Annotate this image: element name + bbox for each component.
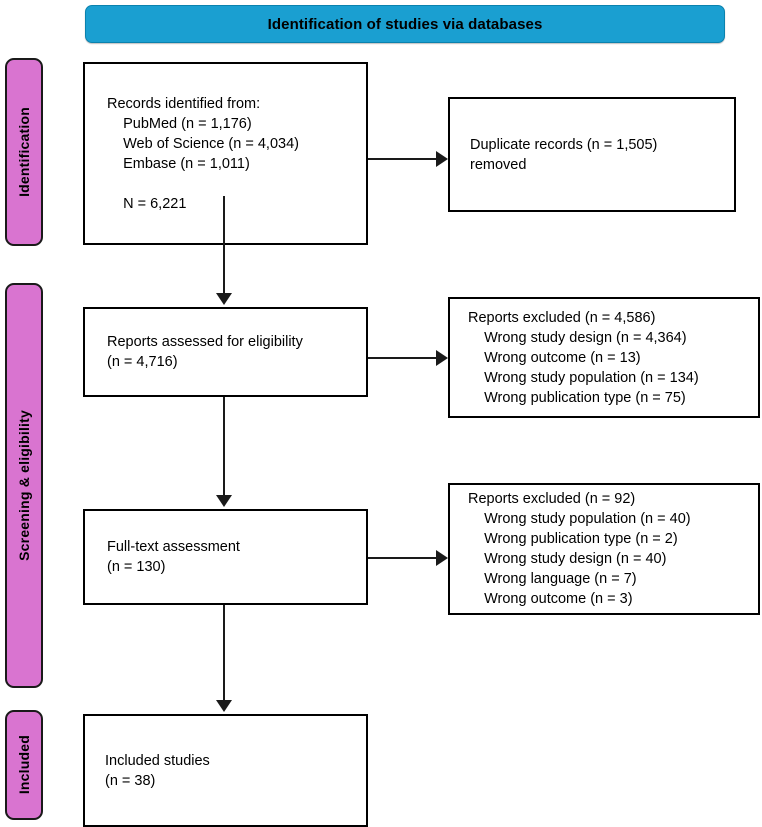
box-records-identified-text: Records identified from: PubMed (n = 1,1… <box>107 95 299 212</box>
arrow-right-icon-identified-to-duplicates <box>436 151 448 167</box>
box-reports-excluded-screening-text: Reports excluded (n = 4,586) Wrong study… <box>468 309 699 406</box>
connector-identified-to-eligibility <box>223 196 225 296</box>
stage-screening-text: Screening & eligibility <box>16 410 32 561</box>
box-duplicate-records-removed: Duplicate records (n = 1,505) removed <box>448 97 736 212</box>
box-included-studies-text: Included studies (n = 38) <box>105 752 210 789</box>
box-reports-excluded-fulltext: Reports excluded (n = 92) Wrong study po… <box>448 483 760 615</box>
stage-label-screening: Screening & eligibility <box>5 283 43 688</box>
arrow-down-icon-identified-to-eligibility <box>216 293 232 305</box>
connector-eligibility-to-fulltext <box>223 397 225 497</box>
arrow-down-icon-fulltext-to-included <box>216 700 232 712</box>
header-banner: Identification of studies via databases <box>85 5 725 43</box>
arrow-right-icon-fulltext-to-excluded <box>436 550 448 566</box>
stage-label-identification: Identification <box>5 58 43 246</box>
connector-eligibility-to-excluded <box>368 357 438 359</box>
connector-fulltext-to-included <box>223 605 225 702</box>
box-included-studies: Included studies (n = 38) <box>83 714 368 827</box>
box-reports-assessed-for-eligibility: Reports assessed for eligibility (n = 4,… <box>83 307 368 397</box>
box-full-text-assessment: Full-text assessment (n = 130) <box>83 509 368 605</box>
stage-label-included: Included <box>5 710 43 820</box>
box-full-text-assessment-text: Full-text assessment (n = 130) <box>107 539 240 575</box>
box-duplicate-records-removed-text: Duplicate records (n = 1,505) removed <box>470 136 658 173</box>
arrow-right-icon-eligibility-to-excluded <box>436 350 448 366</box>
header-title: Identification of studies via databases <box>267 15 543 33</box>
connector-fulltext-to-excluded <box>368 557 438 559</box>
stage-identification-text: Identification <box>16 107 32 197</box>
stage-included-text: Included <box>16 735 32 795</box>
box-records-identified: Records identified from: PubMed (n = 1,1… <box>83 62 368 245</box>
box-reports-assessed-for-eligibility-text: Reports assessed for eligibility (n = 4,… <box>107 334 303 370</box>
arrow-down-icon-eligibility-to-fulltext <box>216 495 232 507</box>
box-reports-excluded-fulltext-text: Reports excluded (n = 92) Wrong study po… <box>468 491 691 607</box>
box-reports-excluded-screening: Reports excluded (n = 4,586) Wrong study… <box>448 297 760 418</box>
connector-identified-to-duplicates <box>368 158 438 160</box>
